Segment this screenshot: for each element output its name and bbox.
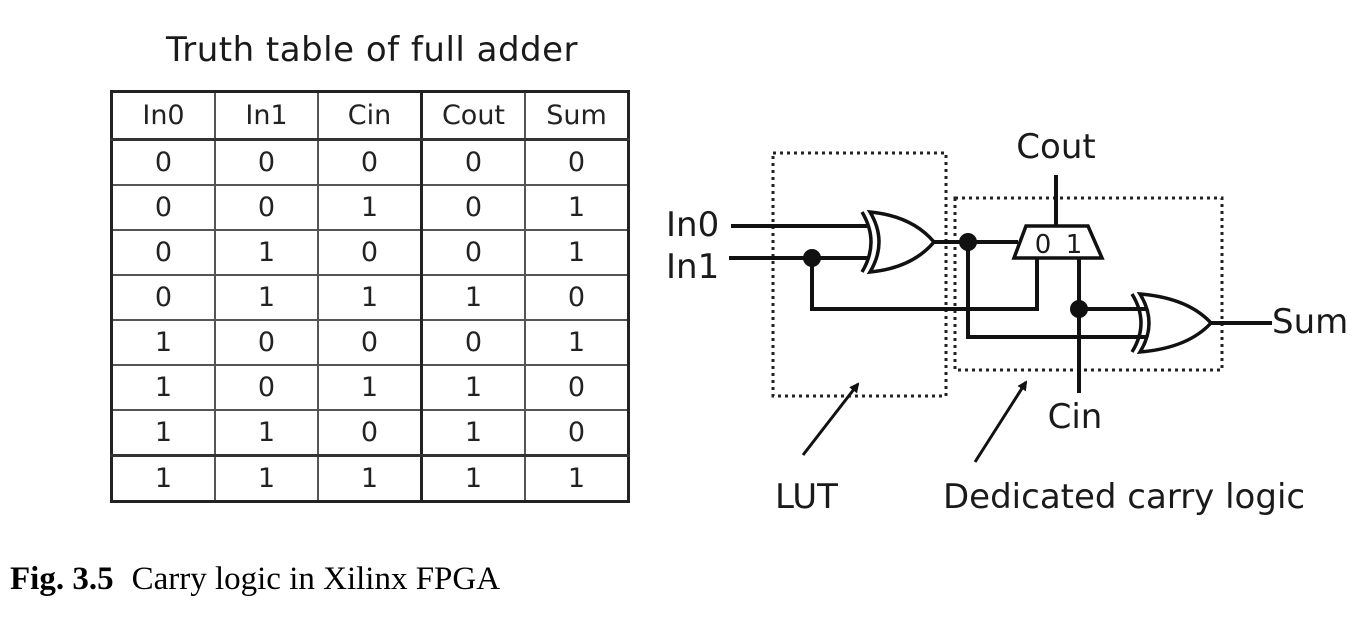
table-cell: 1 (110, 364, 216, 411)
carry-callout-arrow (973, 380, 1028, 463)
table-cell: 1 (317, 274, 423, 321)
figure-caption-text: Carry logic in Xilinx FPGA (131, 561, 501, 597)
table-cell: 0 (420, 319, 526, 366)
table-cell: 0 (420, 184, 526, 231)
xor-gate-lut (860, 209, 937, 275)
table-cell: 0 (110, 274, 216, 321)
table-row: 1 0 1 1 0 (110, 364, 630, 411)
table-cell: 0 (317, 409, 423, 457)
table-cell: 0 (214, 319, 319, 366)
table-cell: 1 (317, 454, 423, 503)
table-cell: 0 (214, 184, 319, 231)
label-in1: In1 (666, 247, 719, 287)
table-row: 1 0 0 0 1 (110, 319, 630, 366)
label-sum: Sum (1272, 302, 1348, 342)
junction-dot (959, 233, 977, 251)
label-cin: Cin (1048, 397, 1103, 437)
table-cell: 0 (524, 138, 630, 186)
table-cell: 0 (317, 138, 423, 186)
table-cell: 0 (524, 364, 630, 411)
table-cell: 0 (110, 138, 216, 186)
table-cell: 1 (524, 319, 630, 366)
figure-caption: Fig. 3.5 Carry logic in Xilinx FPGA (10, 561, 500, 598)
table-cell: 1 (420, 454, 526, 503)
mux-input-1-label: 1 (1066, 230, 1083, 260)
table-cell: 1 (110, 319, 216, 366)
table-cell: 1 (524, 454, 630, 503)
table-cell: 1 (317, 184, 423, 231)
table-cell: 0 (317, 319, 423, 366)
table-cell: 1 (317, 364, 423, 411)
table-cell: 1 (214, 229, 319, 276)
lut-callout-arrow (801, 382, 860, 456)
wire-in1-to-mux (810, 258, 1039, 311)
table-cell: 0 (214, 138, 319, 186)
label-dedicated-carry-logic: Dedicated carry logic (943, 477, 1305, 517)
table-cell: 1 (214, 454, 319, 503)
table-row: 0 1 1 1 0 (110, 274, 630, 321)
table-cell: 0 (110, 229, 216, 276)
table-header-row: In0 In1 Cin Cout Sum (110, 90, 630, 141)
label-in0: In0 (666, 205, 719, 245)
table-cell: 0 (214, 364, 319, 411)
table-cell: 0 (110, 184, 216, 231)
table-cell: 0 (317, 229, 423, 276)
carry-mux (1011, 224, 1105, 260)
header-sum: Sum (524, 90, 630, 141)
header-cin: Cin (317, 90, 423, 141)
truth-table: In0 In1 Cin Cout Sum 0 0 0 0 0 0 0 1 0 1… (110, 90, 630, 503)
table-cell: 1 (214, 409, 319, 457)
table-cell: 0 (420, 138, 526, 186)
label-cout: Cout (1016, 127, 1095, 167)
table-cell: 1 (110, 409, 216, 457)
header-in0: In0 (110, 90, 216, 141)
table-cell: 0 (524, 274, 630, 321)
table-row: 0 0 0 0 0 (110, 138, 630, 186)
table-cell: 1 (524, 184, 630, 231)
table-cell: 1 (110, 454, 216, 503)
table-row: 1 1 0 1 0 (110, 409, 630, 457)
header-in1: In1 (214, 90, 319, 141)
table-row: 0 0 1 0 1 (110, 184, 630, 231)
table-row: 0 1 0 0 1 (110, 229, 630, 276)
table-title: Truth table of full adder (165, 30, 579, 70)
header-cout: Cout (420, 90, 526, 141)
junction-dot (803, 249, 821, 267)
table-cell: 1 (214, 274, 319, 321)
table-cell: 0 (420, 229, 526, 276)
table-cell: 1 (524, 229, 630, 276)
wire-xor1-to-xor2 (966, 242, 1148, 339)
table-row: 1 1 1 1 1 (110, 454, 630, 503)
label-lut: LUT (775, 477, 838, 517)
lut-region-box (771, 151, 948, 398)
table-cell: 1 (420, 409, 526, 457)
junction-dot (1070, 300, 1088, 318)
mux-input-0-label: 0 (1035, 230, 1052, 260)
figure-number: Fig. 3.5 (10, 561, 114, 597)
carry-logic-region-box (953, 196, 1224, 372)
table-cell: 1 (420, 364, 526, 411)
table-cell: 1 (420, 274, 526, 321)
xor-gate-sum (1130, 291, 1214, 355)
table-cell: 0 (524, 409, 630, 457)
